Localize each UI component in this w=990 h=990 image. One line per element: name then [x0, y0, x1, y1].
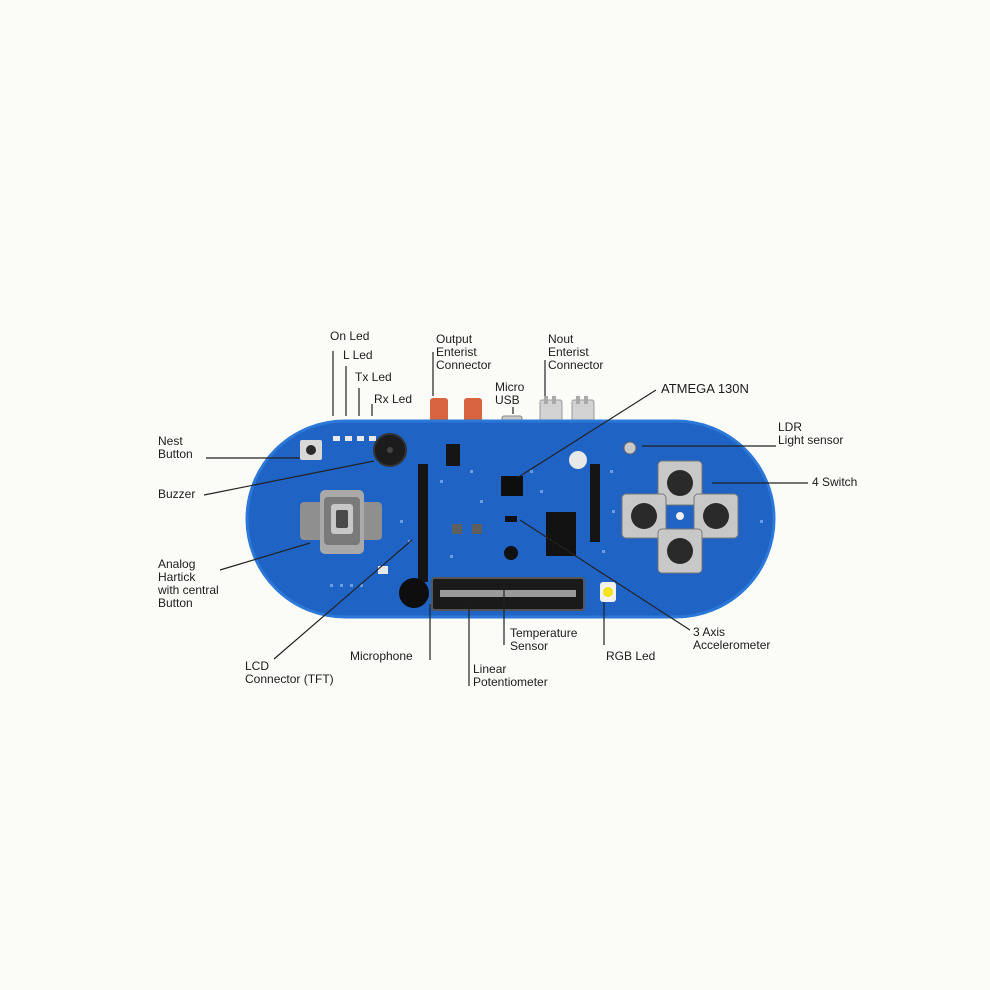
label-rgb-led: RGB Led: [606, 649, 656, 663]
label-micro-usb: Micro USB: [495, 380, 525, 407]
label-temperature-sensor: Temperature Sensor: [510, 626, 578, 653]
label-atmega: ATMEGA 130N: [661, 381, 749, 396]
ic-package: [546, 512, 576, 556]
label-analog-joystick: Analog Hartick with central Button: [158, 557, 219, 610]
label-buzzer: Buzzer: [158, 487, 196, 501]
microphone-part: [399, 578, 429, 608]
label-tx-led: Tx Led: [355, 370, 392, 384]
label-output-connector: Output Enterist Connector: [436, 332, 492, 372]
linear-potentiometer-part: [431, 577, 585, 611]
label-ldr: LDR Light sensor: [778, 420, 844, 447]
label-switches: 4 Switch: [812, 475, 858, 489]
label-linear-potentiometer: Linear Potentiometer: [473, 662, 548, 689]
label-on-led: On Led: [330, 329, 370, 343]
input-connector: [539, 396, 595, 423]
atmega-chip: [501, 476, 523, 496]
label-l-led: L Led: [343, 348, 373, 362]
label-input-connector: Nout Enterist Connector: [548, 332, 604, 372]
leader-lines: [203, 351, 808, 686]
reset-button-part: [300, 440, 322, 460]
temperature-sensor-part: [504, 546, 518, 560]
label-microphone: Microphone: [350, 649, 413, 663]
joystick-part: [300, 490, 382, 554]
label-rx-led: Rx Led: [374, 392, 413, 406]
switch-cluster: [621, 460, 739, 574]
label-accelerometer: 3 Axis Accelerometer: [693, 625, 771, 652]
status-leds: [333, 436, 376, 441]
label-lcd: LCD Connector (TFT): [245, 659, 334, 686]
ldr-part: [569, 451, 587, 469]
label-reset-button: Nest Button: [158, 434, 193, 461]
pin-headers: [418, 444, 600, 582]
